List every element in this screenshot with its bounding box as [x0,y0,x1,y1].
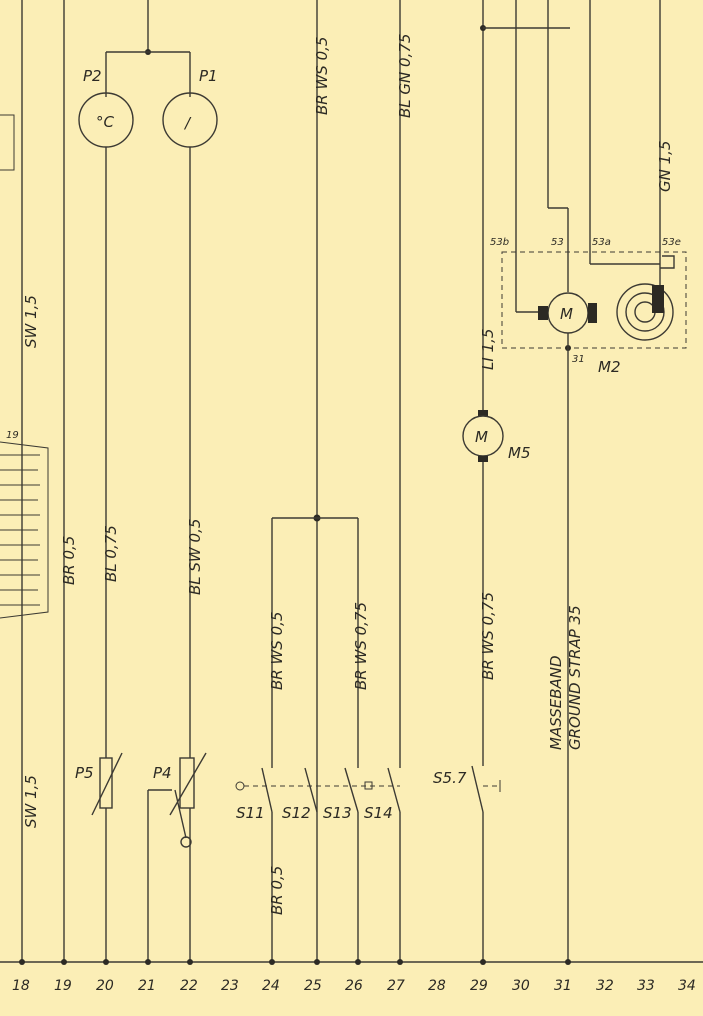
grid-number: 31 [554,978,572,994]
label-brws05-mid: BR WS 0,5 [268,612,286,690]
label-br05: BR 0,5 [60,536,78,585]
grid-number: 18 [12,978,30,994]
left-edge-component-fragment: 19 [0,114,49,619]
terminal-53: 53 [551,237,564,248]
grid-number: 34 [678,978,696,994]
wire-sw15: SW 1,5 SW 1,5 [19,0,40,965]
sensor-p5: P5 [75,752,123,816]
terminal-53a: 53a [592,237,611,248]
label-brws05-top: BR WS 0,5 [313,37,331,115]
gauge-group: °C P2 / P1 [78,0,218,148]
label-s12: S12 [282,804,311,822]
gauge-p2-symbol: °C [96,113,115,131]
label-s14: S14 [364,804,393,822]
grid-number: 25 [304,978,322,994]
sensor-p4: P4 [153,752,207,848]
label-p1: P1 [199,67,218,85]
motor-m5-symbol: M [475,428,488,446]
label-ground-de: MASSEBAND [547,655,565,750]
label-brws075-m5: BR WS 0,75 [479,592,497,680]
wiper-motor-m2: 53b 53 53a 53e M 31 M2 GN 1,5 [490,0,687,376]
wire-ground-strap: MASSEBAND GROUND STRAP 35 [547,333,584,965]
grid-number: 33 [637,978,655,994]
label-blgn075: BL GN 0,75 [396,34,414,118]
fragment-label: 19 [6,430,19,441]
label-s57: S5.7 [433,769,467,787]
label-blsw05: BL SW 0,5 [186,519,204,595]
label-m2: M2 [598,358,621,376]
grid-number: 24 [262,978,280,994]
grid-number: 30 [512,978,530,994]
label-m5: M5 [508,444,531,462]
grid-number: 28 [428,978,446,994]
label-s11: S11 [236,804,265,822]
label-sw15-lower: SW 1,5 [22,775,40,828]
motor-m5: M M5 [462,410,531,462]
label-gn15: GN 1,5 [656,141,674,192]
m2-housing-outline [501,251,687,349]
grid-number: 19 [54,978,72,994]
wire-li15: LI 1,5 [479,0,570,412]
wire-br05: BR 0,5 [60,0,78,965]
wire-bl075: BL 0,75 [102,147,120,965]
wire-brws075-m5: BR WS 0,75 S5.7 [433,462,501,965]
grid-number: 26 [345,978,363,994]
grid-number: 23 [221,978,239,994]
grid-number: 27 [387,978,405,994]
terminal-53b: 53b [490,237,509,248]
grid-number: 29 [470,978,488,994]
grid-number: 32 [596,978,614,994]
label-p2: P2 [83,67,102,85]
wire-brws05-top: BR WS 0,5 BR WS 0,5 BR WS 0,75 [268,0,370,965]
grid-number: 21 [138,978,156,994]
motor-m2-symbol: M [560,305,573,323]
terminal-31: 31 [572,354,585,365]
label-li15: LI 1,5 [479,329,497,370]
label-p5: P5 [75,764,94,782]
label-bl075: BL 0,75 [102,525,120,582]
grid-number: 22 [180,978,198,994]
label-sw15-upper: SW 1,5 [22,295,40,348]
label-brws075-mid: BR WS 0,75 [352,602,370,690]
label-p4: P4 [153,764,172,782]
wire-blsw05: BL SW 0,5 [145,147,204,965]
label-ground-en: GROUND STRAP 35 [566,605,584,750]
label-s13: S13 [323,804,352,822]
switch-group: S11 S12 S13 S14 BR 0,5 [235,767,401,965]
grid-numbers: 18 19 20 21 22 23 24 25 26 27 28 29 30 3… [12,978,696,994]
grid-number: 20 [96,978,114,994]
gauge-p1-symbol: / [183,114,192,132]
label-br05-bottom: BR 0,5 [268,866,286,915]
wire-blgn075: BL GN 0,75 [396,0,414,965]
terminal-53e: 53e [662,237,681,248]
